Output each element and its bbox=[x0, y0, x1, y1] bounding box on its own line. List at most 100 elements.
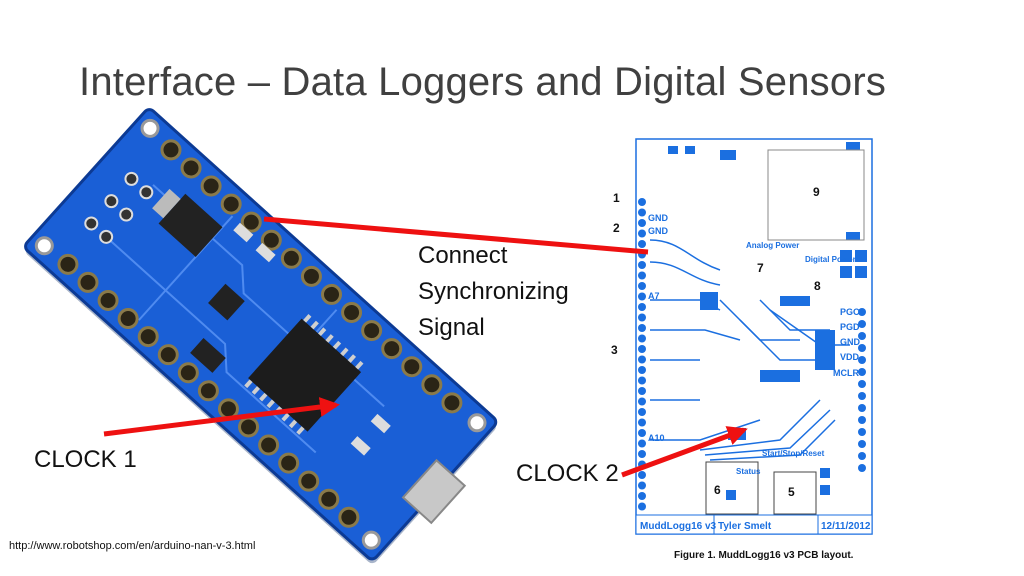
pcb-pad bbox=[638, 418, 646, 427]
pcb-pad bbox=[638, 208, 646, 217]
pcb-pad bbox=[858, 368, 866, 376]
pcb-pad bbox=[858, 416, 866, 424]
header-pin bbox=[137, 326, 159, 348]
pcb-marker: 2 bbox=[613, 221, 620, 235]
header-pin bbox=[300, 265, 322, 287]
pcb-footer-name: MuddLogg16 v3 bbox=[640, 521, 717, 532]
pcb-pad bbox=[638, 439, 646, 448]
pcb-pad bbox=[638, 345, 646, 353]
header-pin bbox=[197, 380, 219, 402]
pcb-pad bbox=[858, 440, 866, 448]
pcb-pin-label: GND bbox=[648, 226, 669, 236]
header-pin bbox=[341, 301, 363, 323]
clock1-arrow bbox=[103, 397, 340, 437]
pcb-pad bbox=[858, 452, 866, 460]
pcb-pin-label: A10 bbox=[648, 433, 665, 443]
clock2-arrow bbox=[621, 426, 748, 478]
pcb-pad bbox=[638, 282, 646, 290]
pcb-pin-label: VDD bbox=[840, 352, 860, 362]
pcb-block-label: Digital Power bbox=[805, 255, 856, 264]
pcb-marker: 3 bbox=[611, 343, 618, 357]
header-pin bbox=[361, 320, 383, 342]
pcb-pad bbox=[638, 492, 646, 500]
header-pin bbox=[57, 253, 79, 275]
callout-line: Signal bbox=[418, 314, 485, 341]
pcb-pad bbox=[638, 303, 646, 311]
header-pin bbox=[321, 283, 343, 305]
pcb-footer-author: Tyler Smelt bbox=[718, 521, 772, 532]
pcb-marker: 5 bbox=[788, 485, 795, 499]
header-pin bbox=[217, 398, 239, 420]
pcb-pad bbox=[638, 502, 646, 511]
header-pin bbox=[97, 289, 119, 311]
pcb-pad bbox=[858, 308, 866, 316]
pcb-pin-label: GND bbox=[648, 213, 669, 223]
header-pin bbox=[117, 308, 139, 330]
header-pin bbox=[441, 392, 463, 414]
header-pin bbox=[298, 470, 320, 492]
header-pin bbox=[278, 452, 300, 474]
pcb-pad bbox=[638, 198, 646, 206]
pcb-pad bbox=[638, 450, 646, 458]
pcb-pad bbox=[638, 408, 646, 416]
slide-title: Interface – Data Loggers and Digital Sen… bbox=[79, 60, 887, 104]
pcb-footer-date: 12/11/2012 bbox=[821, 521, 871, 532]
pcb-pad bbox=[638, 313, 646, 322]
pcb-pin-label: PGD bbox=[840, 322, 860, 332]
pcb-pad bbox=[638, 292, 646, 301]
header-pin bbox=[238, 416, 260, 438]
pcb-pad bbox=[638, 471, 646, 479]
pcb-pad bbox=[638, 334, 646, 343]
header-pin bbox=[160, 139, 182, 161]
figure-caption: Figure 1. MuddLogg16 v3 PCB layout. bbox=[674, 550, 854, 561]
pcb-marker: 9 bbox=[813, 185, 820, 199]
header-pin bbox=[200, 175, 222, 197]
header-pin bbox=[280, 247, 302, 269]
sync-signal-line bbox=[263, 216, 649, 255]
header-pin bbox=[180, 157, 202, 179]
header-pin bbox=[421, 374, 443, 396]
pcb-pad bbox=[638, 324, 646, 332]
pcb-pad bbox=[638, 429, 646, 437]
pcb-pad bbox=[638, 219, 646, 227]
source-url: http://www.robotshop.com/en/arduino-nan-… bbox=[9, 540, 256, 552]
pcb-marker: 1 bbox=[613, 191, 620, 205]
pcb-pad bbox=[638, 240, 646, 248]
pcb-block-label: Status bbox=[736, 467, 761, 476]
pcb-pad bbox=[638, 229, 646, 238]
header-pin bbox=[381, 338, 403, 360]
pcb-pad bbox=[858, 404, 866, 412]
pcb-pad bbox=[858, 428, 866, 436]
header-pin bbox=[258, 434, 280, 456]
header-pin bbox=[77, 271, 99, 293]
callout-line: Synchronizing bbox=[418, 278, 569, 305]
pcb-pad bbox=[858, 380, 866, 388]
header-pin bbox=[401, 356, 423, 378]
pcb-pin-label: GND bbox=[840, 337, 861, 347]
pcb-pad bbox=[638, 261, 646, 269]
pcb-pad bbox=[638, 355, 646, 364]
pcb-marker: 8 bbox=[814, 279, 821, 293]
pcb-pad bbox=[638, 271, 646, 280]
pcb-pad bbox=[638, 376, 646, 385]
pcb-pin-label: PGC bbox=[840, 307, 860, 317]
pcb-pad bbox=[858, 320, 866, 328]
pcb-pad bbox=[858, 464, 866, 472]
callout-line: Connect bbox=[418, 242, 508, 269]
pcb-pad bbox=[638, 481, 646, 490]
sync-signal-callout: Connect Synchronizing Signal bbox=[418, 238, 569, 346]
pcb-block-label: Start/Stop/Reset bbox=[762, 449, 825, 458]
pcb-pad bbox=[858, 332, 866, 340]
header-pin bbox=[177, 362, 199, 384]
pcb-marker: 6 bbox=[714, 483, 721, 497]
pcb-pad bbox=[638, 397, 646, 406]
pcb-pad bbox=[638, 366, 646, 374]
pcb-block-label: Analog Power bbox=[746, 241, 799, 250]
pcb-pad bbox=[638, 387, 646, 395]
header-pin bbox=[338, 506, 360, 528]
header-pin bbox=[157, 344, 179, 366]
pcb-pin-label: A7 bbox=[648, 291, 660, 301]
